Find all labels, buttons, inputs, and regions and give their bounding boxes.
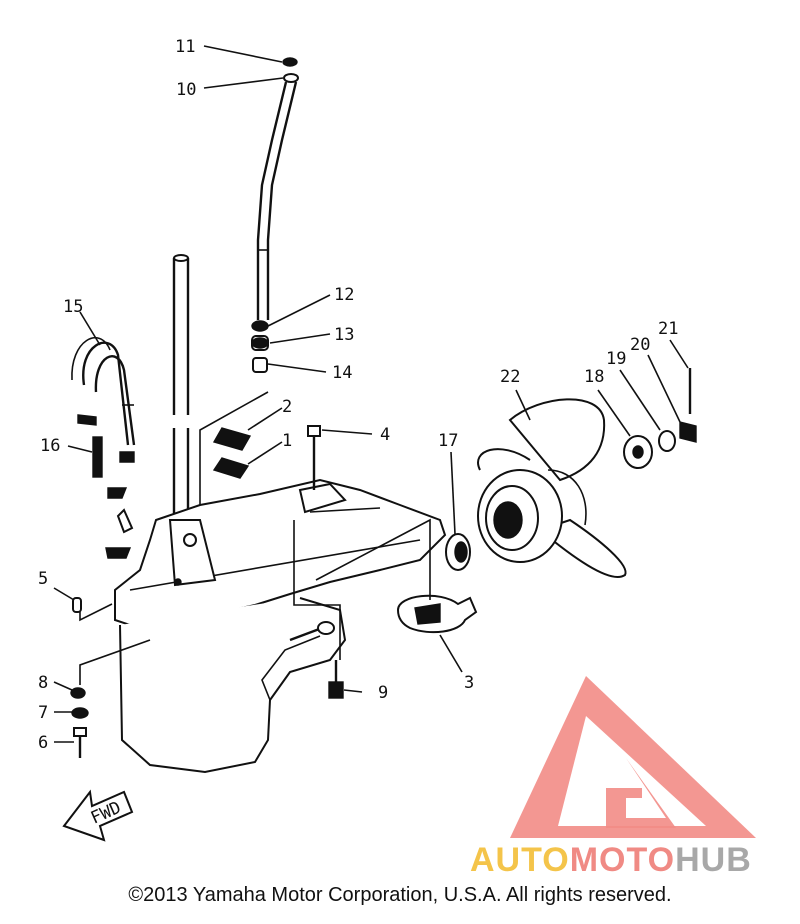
propeller [477, 398, 627, 578]
shift-rod [256, 57, 299, 320]
callout-1: 1 [282, 431, 292, 451]
callout-9: 9 [378, 683, 388, 703]
callout-labels: 11 10 12 13 14 2 1 4 15 16 5 8 7 6 9 3 1… [38, 37, 678, 753]
brand-auto: AUTO [470, 841, 570, 879]
bolt-4 [307, 425, 321, 490]
callout-19: 19 [606, 349, 626, 369]
callout-10: 10 [176, 80, 196, 100]
pin-5 [72, 597, 82, 613]
trim-tab [396, 594, 478, 634]
brand-moto: MOTO [569, 841, 676, 879]
callout-6: 6 [38, 733, 48, 753]
brand-hub: HUB [675, 841, 752, 879]
callout-2: 2 [282, 397, 292, 417]
callout-16: 16 [40, 436, 60, 456]
leader-lines [53, 45, 689, 743]
callout-15: 15 [63, 297, 83, 317]
callout-5: 5 [38, 569, 48, 589]
grommet [77, 414, 135, 559]
bolt-9 [328, 660, 344, 699]
callout-14: 14 [332, 363, 352, 383]
callout-3: 3 [464, 673, 474, 693]
callout-17: 17 [438, 431, 458, 451]
callout-4: 4 [380, 425, 390, 445]
water-seals [212, 427, 252, 479]
thrust-washer [445, 533, 471, 571]
shift-rod-fittings [251, 320, 269, 373]
callout-11: 11 [175, 37, 195, 57]
callout-21: 21 [658, 319, 678, 339]
callout-8: 8 [38, 673, 48, 693]
lower-casing [114, 478, 447, 774]
callout-22: 22 [500, 367, 520, 387]
drive-shaft [172, 254, 190, 515]
callout-7: 7 [38, 703, 48, 723]
water-tube [71, 337, 136, 446]
copyright-notice: ©2013 Yamaha Motor Corporation, U.S.A. A… [128, 884, 672, 906]
watermark-brand-text: AUTOMOTOHUB [470, 841, 752, 880]
callout-18: 18 [584, 367, 604, 387]
propeller-hardware [623, 368, 697, 469]
callout-13: 13 [334, 325, 354, 345]
forward-direction-arrow: FWD [62, 789, 134, 842]
callout-12: 12 [334, 285, 354, 305]
callout-20: 20 [630, 335, 650, 355]
lower-unit-exploded-diagram: FWD 11 10 12 13 14 2 1 4 15 16 5 8 7 6 9… [38, 37, 697, 842]
watermark-logo-mark [510, 676, 756, 838]
bolt-washer-set [70, 687, 89, 758]
